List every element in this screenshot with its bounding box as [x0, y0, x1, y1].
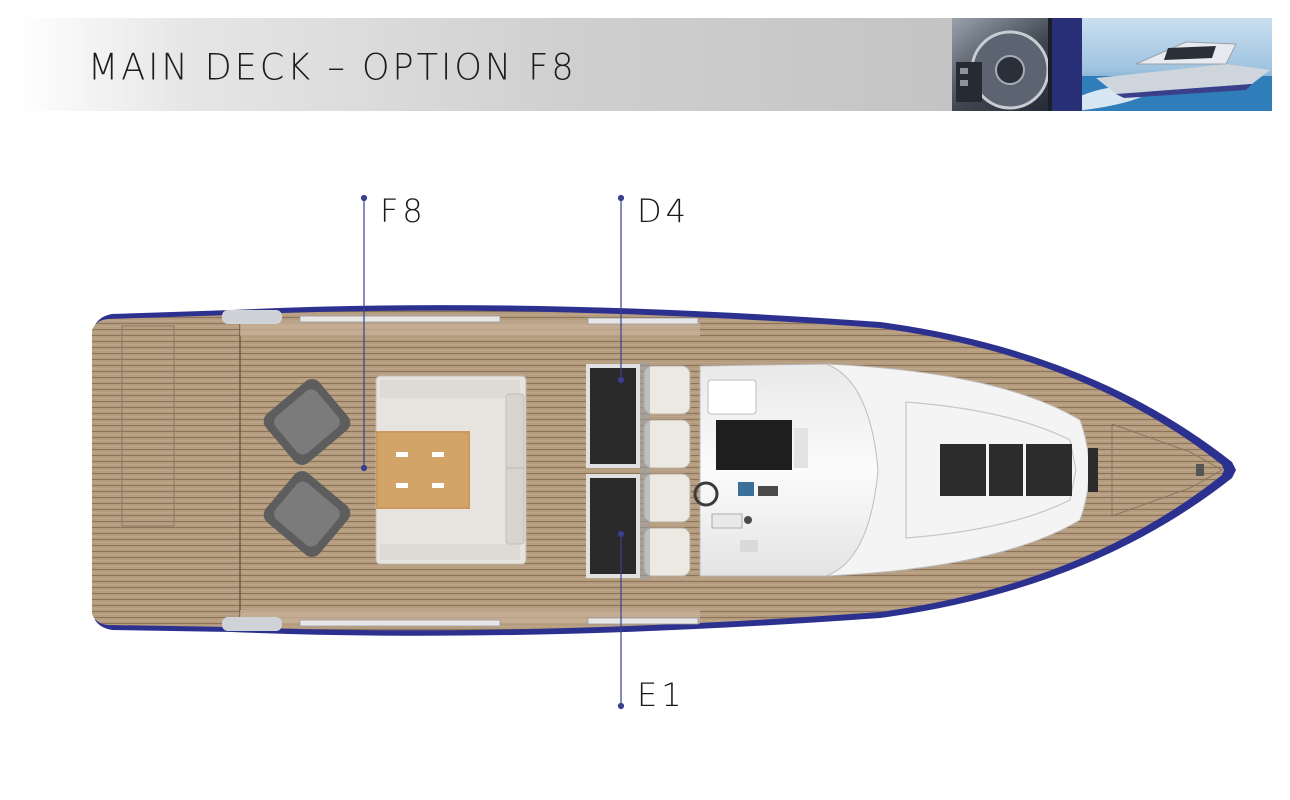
callout-label-d4: D4 — [637, 192, 690, 230]
callout-lines — [360, 194, 625, 710]
cockpit-table — [376, 431, 470, 509]
lounge-chair-bottom — [263, 471, 351, 557]
boat-photo — [1076, 18, 1272, 111]
sunpad-top — [586, 364, 640, 468]
lounge-chair-top — [263, 379, 351, 465]
sunpad-bottom — [586, 474, 640, 578]
foredeck-hatches — [940, 444, 1098, 496]
helm-photo — [952, 18, 1076, 111]
helm-seats — [643, 365, 691, 577]
header-banner: MAIN DECK – OPTION F8 — [16, 18, 952, 111]
callout-label-f8: F8 — [380, 192, 427, 230]
page-title: MAIN DECK – OPTION F8 — [88, 47, 577, 89]
callout-label-e1: E1 — [637, 676, 686, 714]
